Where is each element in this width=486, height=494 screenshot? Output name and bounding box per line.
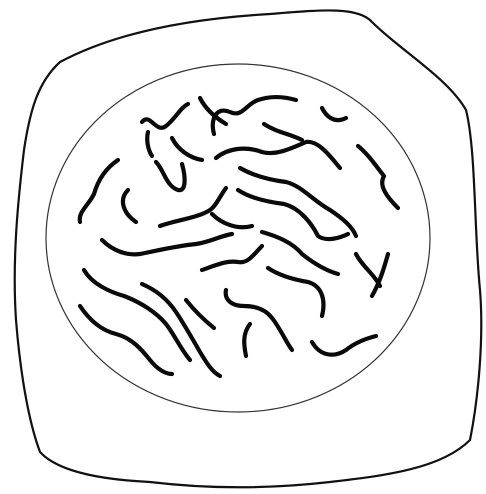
chromatin-strand [213,97,296,134]
chromatin-strand [226,290,292,350]
chromatin-strand [216,142,340,168]
chromatin-strand [147,132,152,156]
chromatin-strand [186,300,214,328]
chromatin-strands [80,97,398,376]
chromatin-strand [212,214,252,227]
chromatin-strand [322,108,346,120]
chromatin-strand [358,146,398,208]
chromatin-strand [312,336,376,355]
chromatin-strand [102,234,232,254]
chromatin-strand [356,254,380,286]
chromatin-strand [123,190,136,222]
chromatin-strand [80,160,118,222]
chromatin-strand [240,168,356,236]
cell [15,10,482,487]
chromatin-strand [156,162,185,190]
chromatin-strand [264,124,302,140]
chromatin-strand [238,190,348,239]
chromatin-strand [160,188,226,226]
chromatin-strand [142,104,188,128]
cell-membrane [15,10,482,487]
chromatin-strand [268,268,323,316]
chromatin-strand [244,324,250,356]
chromatin-strand [202,246,262,270]
nuclear-envelope [46,64,430,412]
chromatin-strand [172,138,202,160]
